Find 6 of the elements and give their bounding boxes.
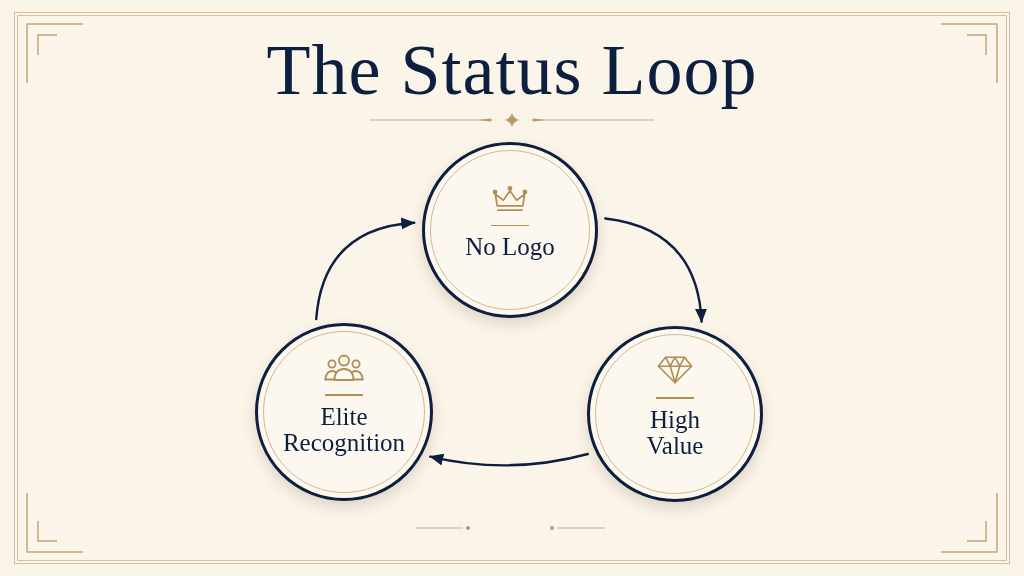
node-label: No Logo: [465, 234, 555, 261]
arrow: [429, 452, 589, 467]
node-label: Elite Recognition: [281, 403, 407, 456]
arrow: [604, 217, 707, 323]
node-label: High Value: [645, 406, 705, 459]
arrow: [315, 218, 416, 321]
